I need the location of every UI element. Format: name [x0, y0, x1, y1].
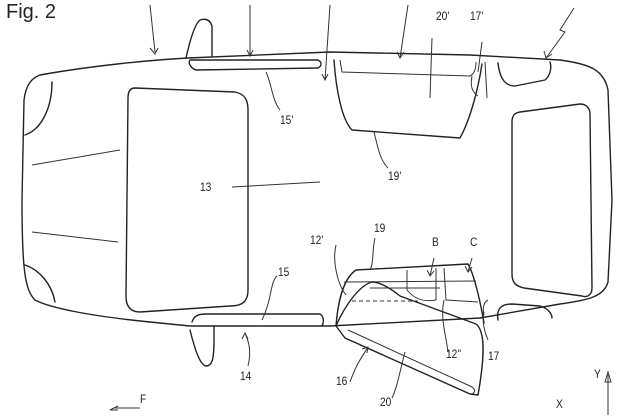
door-upper-sill — [339, 59, 477, 77]
mirror-top — [185, 18, 213, 59]
label-14: 14 — [240, 369, 252, 383]
door-upper-hinge — [470, 75, 479, 97]
rear-corner-bottom — [496, 303, 553, 321]
label-b: B — [432, 235, 439, 249]
label-19: 19 — [374, 221, 386, 235]
pillar-c-shape — [443, 267, 479, 303]
pillar-upper-divider — [484, 61, 488, 99]
pillar-b-shape — [406, 268, 437, 302]
sill-lower — [191, 313, 325, 327]
roof-panel — [125, 87, 249, 313]
label-13: 13 — [200, 180, 212, 194]
label-16: 16 — [336, 374, 348, 388]
label-c: C — [470, 235, 478, 249]
front-corner-top — [24, 81, 53, 136]
sill-upper — [188, 59, 322, 71]
label-20: 20 — [380, 395, 392, 409]
mirror-bottom — [189, 325, 215, 367]
rear-window — [511, 103, 593, 298]
axis-x-label: X — [556, 397, 563, 411]
direction-f-label: F — [140, 392, 147, 406]
label-15-prime: 15' — [280, 113, 294, 127]
car-body-outline — [21, 51, 613, 327]
hood-line-top — [31, 149, 121, 166]
label-17: 17 — [488, 349, 500, 363]
leader-lines — [109, 4, 612, 415]
label-12-double-prime: 12'' — [446, 347, 462, 361]
front-corner-bottom — [24, 264, 56, 303]
opening-line-1 — [343, 280, 477, 283]
label-17-prime: 17' — [470, 9, 484, 23]
door-open-inner-edge — [347, 329, 475, 395]
door-opening — [335, 263, 485, 327]
axis-y-label: Y — [594, 367, 601, 381]
door-open — [335, 281, 484, 396]
hood-line-bottom — [31, 231, 119, 243]
rear-corner-top — [497, 61, 552, 87]
label-12-prime: 12' — [310, 233, 324, 247]
label-15: 15 — [278, 265, 290, 279]
label-20-prime: 20' — [436, 9, 450, 23]
label-19-prime: 19' — [388, 169, 402, 183]
figure-title: Fig. 2 — [6, 1, 57, 23]
door-upper-outline — [333, 59, 483, 139]
